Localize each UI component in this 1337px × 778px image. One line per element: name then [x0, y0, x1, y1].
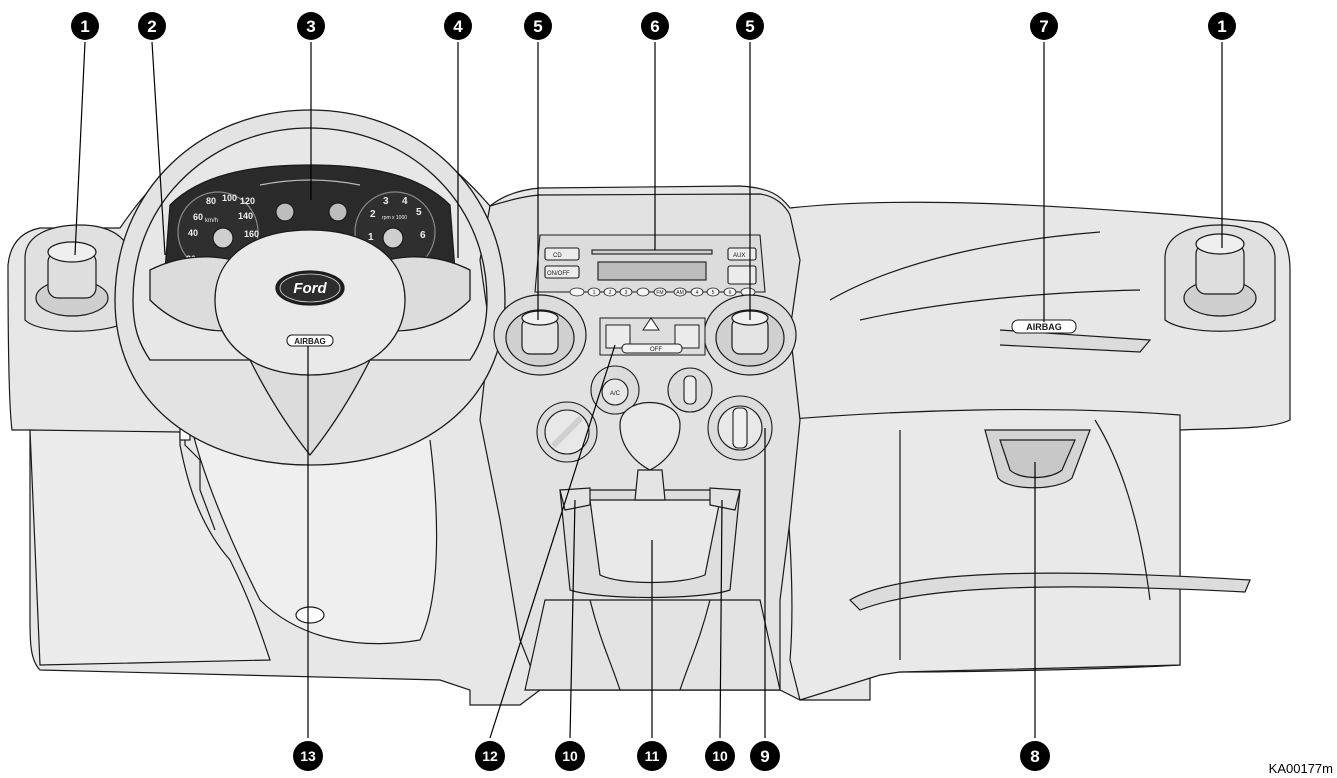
side-air-vent-right: [1164, 224, 1276, 332]
preset-1: 1: [593, 290, 596, 296]
svg-text:7: 7: [1039, 17, 1048, 36]
svg-text:13: 13: [300, 748, 316, 764]
svg-text:5: 5: [533, 17, 542, 36]
svg-text:10: 10: [712, 748, 728, 764]
radio-aux-label: AUX: [733, 253, 745, 259]
figure-code: KA00177m: [1268, 761, 1333, 776]
tacho-unit: rpm x 1000: [382, 215, 407, 221]
svg-text:8: 8: [1030, 747, 1039, 766]
callout-3: 3: [297, 12, 325, 40]
callout-7: 7: [1030, 12, 1058, 40]
radio-am-label: AM: [676, 290, 684, 296]
speedo-tick: 140: [238, 211, 253, 221]
center-air-vent-left: [493, 294, 587, 376]
speedo-tick: 100: [222, 193, 237, 203]
preset-4: 4: [696, 290, 699, 296]
tacho-tick: 1: [368, 232, 374, 243]
preset-3: 3: [625, 290, 628, 296]
svg-text:10: 10: [562, 748, 578, 764]
svg-text:AIRBAG: AIRBAG: [1026, 322, 1062, 332]
side-air-vent-left: [24, 224, 131, 332]
speedo-tick: 40: [188, 228, 198, 238]
preset-6: 6: [729, 290, 732, 296]
speedo-tick: 120: [240, 196, 255, 206]
preset-2: 2: [609, 290, 612, 296]
radio-cd-label: CD: [553, 253, 562, 259]
svg-text:11: 11: [645, 748, 660, 764]
callout-10-right: 10: [705, 741, 735, 771]
speedo-unit: km/h: [205, 218, 218, 224]
callout-11: 11: [637, 741, 667, 771]
ac-label: A/C: [610, 391, 621, 397]
center-switch-panel: [599, 317, 706, 356]
callout-markers: 1 2 3 4 5 6 5 7 1 13 12 10 11 10 9 8: [71, 12, 1236, 771]
tacho-tick: 4: [402, 196, 408, 207]
svg-text:3: 3: [306, 17, 315, 36]
svg-text:1: 1: [80, 17, 89, 36]
tacho-tick: 3: [383, 196, 389, 207]
speedo-tick: 80: [206, 196, 216, 206]
radio-onoff-label: ON/OFF: [547, 271, 570, 277]
speedo-tick: 60: [193, 212, 203, 222]
callout-1-right: 1: [1208, 12, 1236, 40]
callout-9: 9: [750, 741, 780, 771]
callout-8: 8: [1020, 741, 1050, 771]
callout-1-left: 1: [71, 12, 99, 40]
svg-text:5: 5: [745, 17, 754, 36]
svg-text:6: 6: [650, 17, 659, 36]
speedo-tick: 160: [244, 229, 259, 239]
airbag-label-wheel: AIRBAG: [286, 334, 334, 347]
ford-logo: Ford: [293, 280, 327, 297]
svg-text:4: 4: [453, 17, 463, 36]
svg-text:2: 2: [147, 17, 156, 36]
callout-13: 13: [293, 741, 323, 771]
radio-fm-label: FM: [656, 290, 663, 296]
tacho-tick: 2: [370, 209, 376, 220]
radio-unit: [534, 234, 766, 293]
radio-preset-labels: 1 2 3 FM AM 4 5 6: [593, 290, 732, 296]
callout-5-right: 5: [736, 12, 764, 40]
tacho-tick: 6: [420, 230, 426, 241]
svg-text:9: 9: [760, 747, 769, 766]
steering-wheel: [114, 109, 506, 466]
center-air-vent-right: [703, 294, 797, 376]
callout-6: 6: [641, 12, 669, 40]
tachometer-labels: 1 2 3 4 5 6 rpm x 1000: [368, 196, 426, 243]
callout-5-left: 5: [524, 12, 552, 40]
svg-text:AIRBAG: AIRBAG: [294, 337, 326, 346]
preset-5: 5: [712, 290, 715, 296]
callout-12: 12: [475, 741, 505, 771]
center-off-label: OFF: [650, 347, 662, 353]
svg-text:12: 12: [482, 748, 498, 764]
callout-2: 2: [138, 12, 166, 40]
radio-labels: CD ON/OFF AUX: [547, 253, 745, 277]
leader-lines: [74, 41, 1223, 739]
callout-10-left: 10: [555, 741, 585, 771]
svg-text:1: 1: [1217, 17, 1226, 36]
tacho-tick: 5: [416, 207, 422, 218]
callout-4: 4: [444, 12, 472, 40]
